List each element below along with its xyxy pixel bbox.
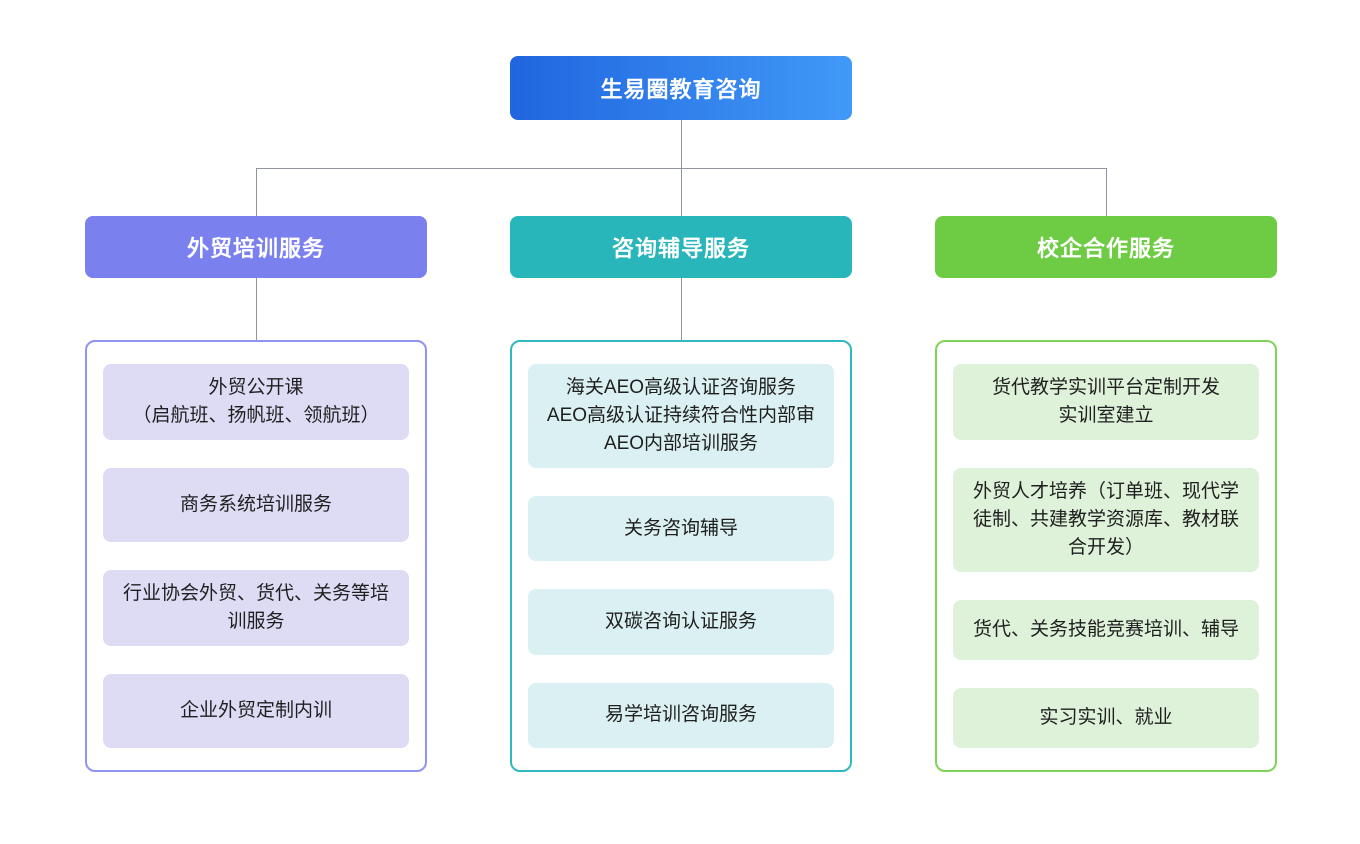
branch-items-container: 外贸公开课 （启航班、扬帆班、领航班） 商务系统培训服务行业协会外贸、货代、关务等培… bbox=[85, 340, 427, 772]
item-text-line: 海关AEO高级认证咨询服务 bbox=[565, 377, 797, 398]
branch-column-school-enterprise-cooperation-services: 校企合作服务 货代教学实训平台定制开发实训室建立外贸人才培养（订单班、现代学徒制… bbox=[935, 216, 1277, 772]
connector-header-stem bbox=[680, 278, 682, 340]
branch-items-container: 货代教学实训平台定制开发实训室建立外贸人才培养（订单班、现代学徒制、共建教学资源… bbox=[935, 340, 1277, 772]
item-text-line: AEO内部培训服务 bbox=[603, 433, 759, 454]
item-text-line: 货代教学实训平台定制开发 bbox=[991, 377, 1220, 398]
item-text-line: 实习实训、就业 bbox=[1039, 707, 1173, 728]
branch-item[interactable]: 企业外贸定制内训 bbox=[103, 674, 409, 748]
connector-drop-left bbox=[255, 168, 257, 216]
item-text-line: 企业外贸定制内训 bbox=[179, 700, 332, 721]
item-text-line: 外贸人才培养（订单班、现代学徒制、共建教学资源库、教材联合开发） bbox=[972, 481, 1239, 558]
branch-item[interactable]: 货代教学实训平台定制开发实训室建立 bbox=[953, 364, 1259, 440]
branch-column-trade-training-services: 外贸培训服务 外贸公开课 （启航班、扬帆班、领航班） 商务系统培训服务行业协会外贸、… bbox=[85, 216, 427, 772]
branch-item[interactable]: 实习实训、就业 bbox=[953, 688, 1259, 748]
item-text-line: 关务咨询辅导 bbox=[623, 517, 738, 539]
branch-item[interactable]: 海关AEO高级认证咨询服务 AEO高级认证持续符合性内部审 AEO内部培训服务 bbox=[528, 364, 834, 468]
branch-header-label: 外贸培训服务 bbox=[186, 236, 325, 261]
item-text-line: 双碳咨询认证服务 bbox=[604, 610, 757, 632]
branch-item[interactable]: 外贸公开课 （启航班、扬帆班、领航班） bbox=[103, 364, 409, 440]
item-text-line: 外贸公开课 bbox=[208, 377, 304, 398]
branch-header[interactable]: 校企合作服务 bbox=[935, 216, 1277, 278]
root-node[interactable]: 生易圈教育咨询 bbox=[510, 56, 852, 120]
branch-item[interactable]: 关务咨询辅导 bbox=[528, 496, 834, 562]
branch-column-consulting-coaching-services: 咨询辅导服务 海关AEO高级认证咨询服务 AEO高级认证持续符合性内部审 AEO内部… bbox=[510, 216, 852, 772]
item-text-line: （启航班、扬帆班、领航班） bbox=[132, 405, 380, 426]
connector-drop-right bbox=[1105, 168, 1107, 216]
branch-item[interactable]: 双碳咨询认证服务 bbox=[528, 589, 834, 655]
branch-item[interactable]: 行业协会外贸、货代、关务等培训服务 bbox=[103, 570, 409, 646]
item-text-line: AEO高级认证持续符合性内部审 bbox=[546, 405, 816, 426]
connector-drop-middle bbox=[680, 168, 682, 216]
branch-header-label: 咨询辅导服务 bbox=[611, 236, 750, 261]
item-text-line: 货代、关务技能竞赛培训、辅导 bbox=[972, 619, 1239, 640]
branch-item[interactable]: 货代、关务技能竞赛培训、辅导 bbox=[953, 600, 1259, 660]
item-text-line: 商务系统培训服务 bbox=[179, 494, 332, 515]
branch-header-label: 校企合作服务 bbox=[1036, 236, 1175, 261]
root-node-label: 生易圈教育咨询 bbox=[600, 77, 762, 102]
branch-header[interactable]: 咨询辅导服务 bbox=[510, 216, 852, 278]
item-text-line: 易学培训咨询服务 bbox=[604, 704, 757, 726]
branch-header[interactable]: 外贸培训服务 bbox=[85, 216, 427, 278]
item-text-line: 实训室建立 bbox=[1058, 405, 1154, 426]
branch-item[interactable]: 易学培训咨询服务 bbox=[528, 682, 834, 748]
connector-header-stem bbox=[255, 278, 257, 340]
branch-items-container: 海关AEO高级认证咨询服务 AEO高级认证持续符合性内部审 AEO内部培训服务关务咨… bbox=[510, 340, 852, 772]
connector-root-stem bbox=[680, 120, 682, 168]
branch-item[interactable]: 商务系统培训服务 bbox=[103, 468, 409, 542]
item-text-line: 行业协会外贸、货代、关务等培训服务 bbox=[122, 583, 389, 632]
branch-item[interactable]: 外贸人才培养（订单班、现代学徒制、共建教学资源库、教材联合开发） bbox=[953, 468, 1259, 572]
